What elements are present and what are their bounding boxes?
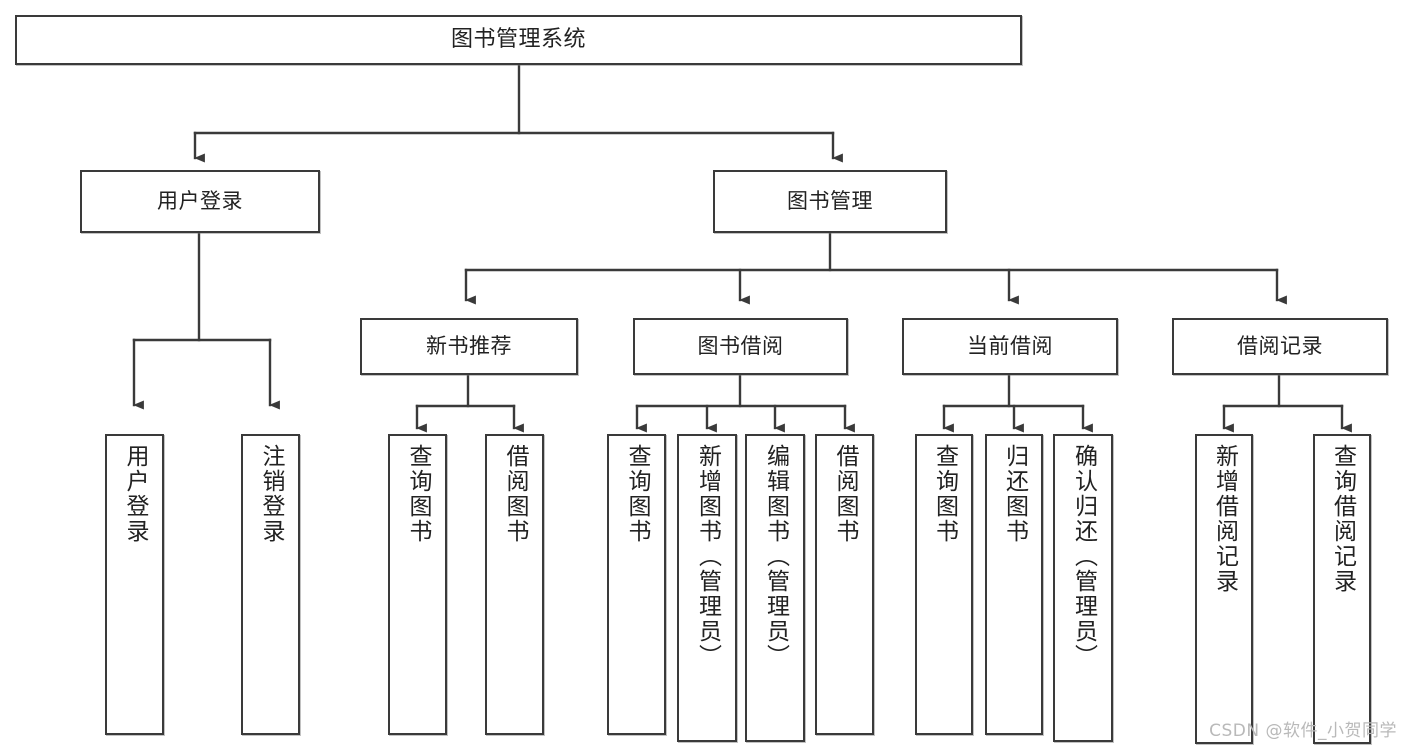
node-label: 查询图书 <box>624 444 650 544</box>
leaf-current-borrow-confirm-return[interactable]: 确认归还（管理员） <box>1053 434 1113 742</box>
node-label: 新增图书（管理员） <box>694 444 721 669</box>
leaf-new-book-borrow[interactable]: 借阅图书 <box>485 434 544 735</box>
node-borrow-record[interactable]: 借阅记录 <box>1172 318 1388 375</box>
node-label: 查询图书 <box>405 444 431 544</box>
leaf-borrow-record-add[interactable]: 新增借阅记录 <box>1195 434 1253 744</box>
node-label: 用户登录 <box>157 189 243 214</box>
node-book-management[interactable]: 图书管理 <box>713 170 947 233</box>
node-label: 图书借阅 <box>697 334 784 359</box>
leaf-current-borrow-query[interactable]: 查询图书 <box>915 434 973 735</box>
node-label: 图书管理 <box>787 189 873 214</box>
csdn-watermark: CSDN @软件_小贺同学 <box>1209 721 1397 741</box>
leaf-book-borrow-query[interactable]: 查询图书 <box>607 434 666 735</box>
leaf-borrow-record-query[interactable]: 查询借阅记录 <box>1313 434 1371 744</box>
node-label: 借阅记录 <box>1237 334 1323 359</box>
leaf-book-borrow-edit[interactable]: 编辑图书（管理员） <box>745 434 805 742</box>
node-user-login[interactable]: 用户登录 <box>80 170 320 233</box>
leaf-current-borrow-return[interactable]: 归还图书 <box>985 434 1043 735</box>
leaf-book-borrow-borrow[interactable]: 借阅图书 <box>815 434 874 735</box>
node-label: 新书推荐 <box>426 334 512 359</box>
node-label: 当前借阅 <box>967 334 1053 359</box>
node-label: 确认归还（管理员） <box>1070 444 1097 669</box>
leaf-new-book-query[interactable]: 查询图书 <box>388 434 447 735</box>
node-label: 编辑图书（管理员） <box>762 444 789 669</box>
node-label: 查询图书 <box>931 444 958 544</box>
node-label: 注销登录 <box>258 444 284 544</box>
node-label: 借阅图书 <box>832 444 858 544</box>
node-book-borrow[interactable]: 图书借阅 <box>633 318 848 375</box>
node-label: 用户登录 <box>122 444 148 544</box>
node-label: 归还图书 <box>1001 444 1028 544</box>
node-root-system[interactable]: 图书管理系统 <box>15 15 1022 65</box>
node-new-book-recommend[interactable]: 新书推荐 <box>360 318 578 375</box>
node-current-borrow[interactable]: 当前借阅 <box>902 318 1118 375</box>
node-label: 查询借阅记录 <box>1329 444 1356 594</box>
node-label: 借阅图书 <box>502 444 528 544</box>
node-label: 图书管理系统 <box>450 27 586 53</box>
leaf-user-login-login[interactable]: 用户登录 <box>105 434 164 735</box>
node-label: 新增借阅记录 <box>1211 444 1238 594</box>
leaf-user-login-logout[interactable]: 注销登录 <box>241 434 300 735</box>
leaf-book-borrow-add[interactable]: 新增图书（管理员） <box>677 434 737 742</box>
